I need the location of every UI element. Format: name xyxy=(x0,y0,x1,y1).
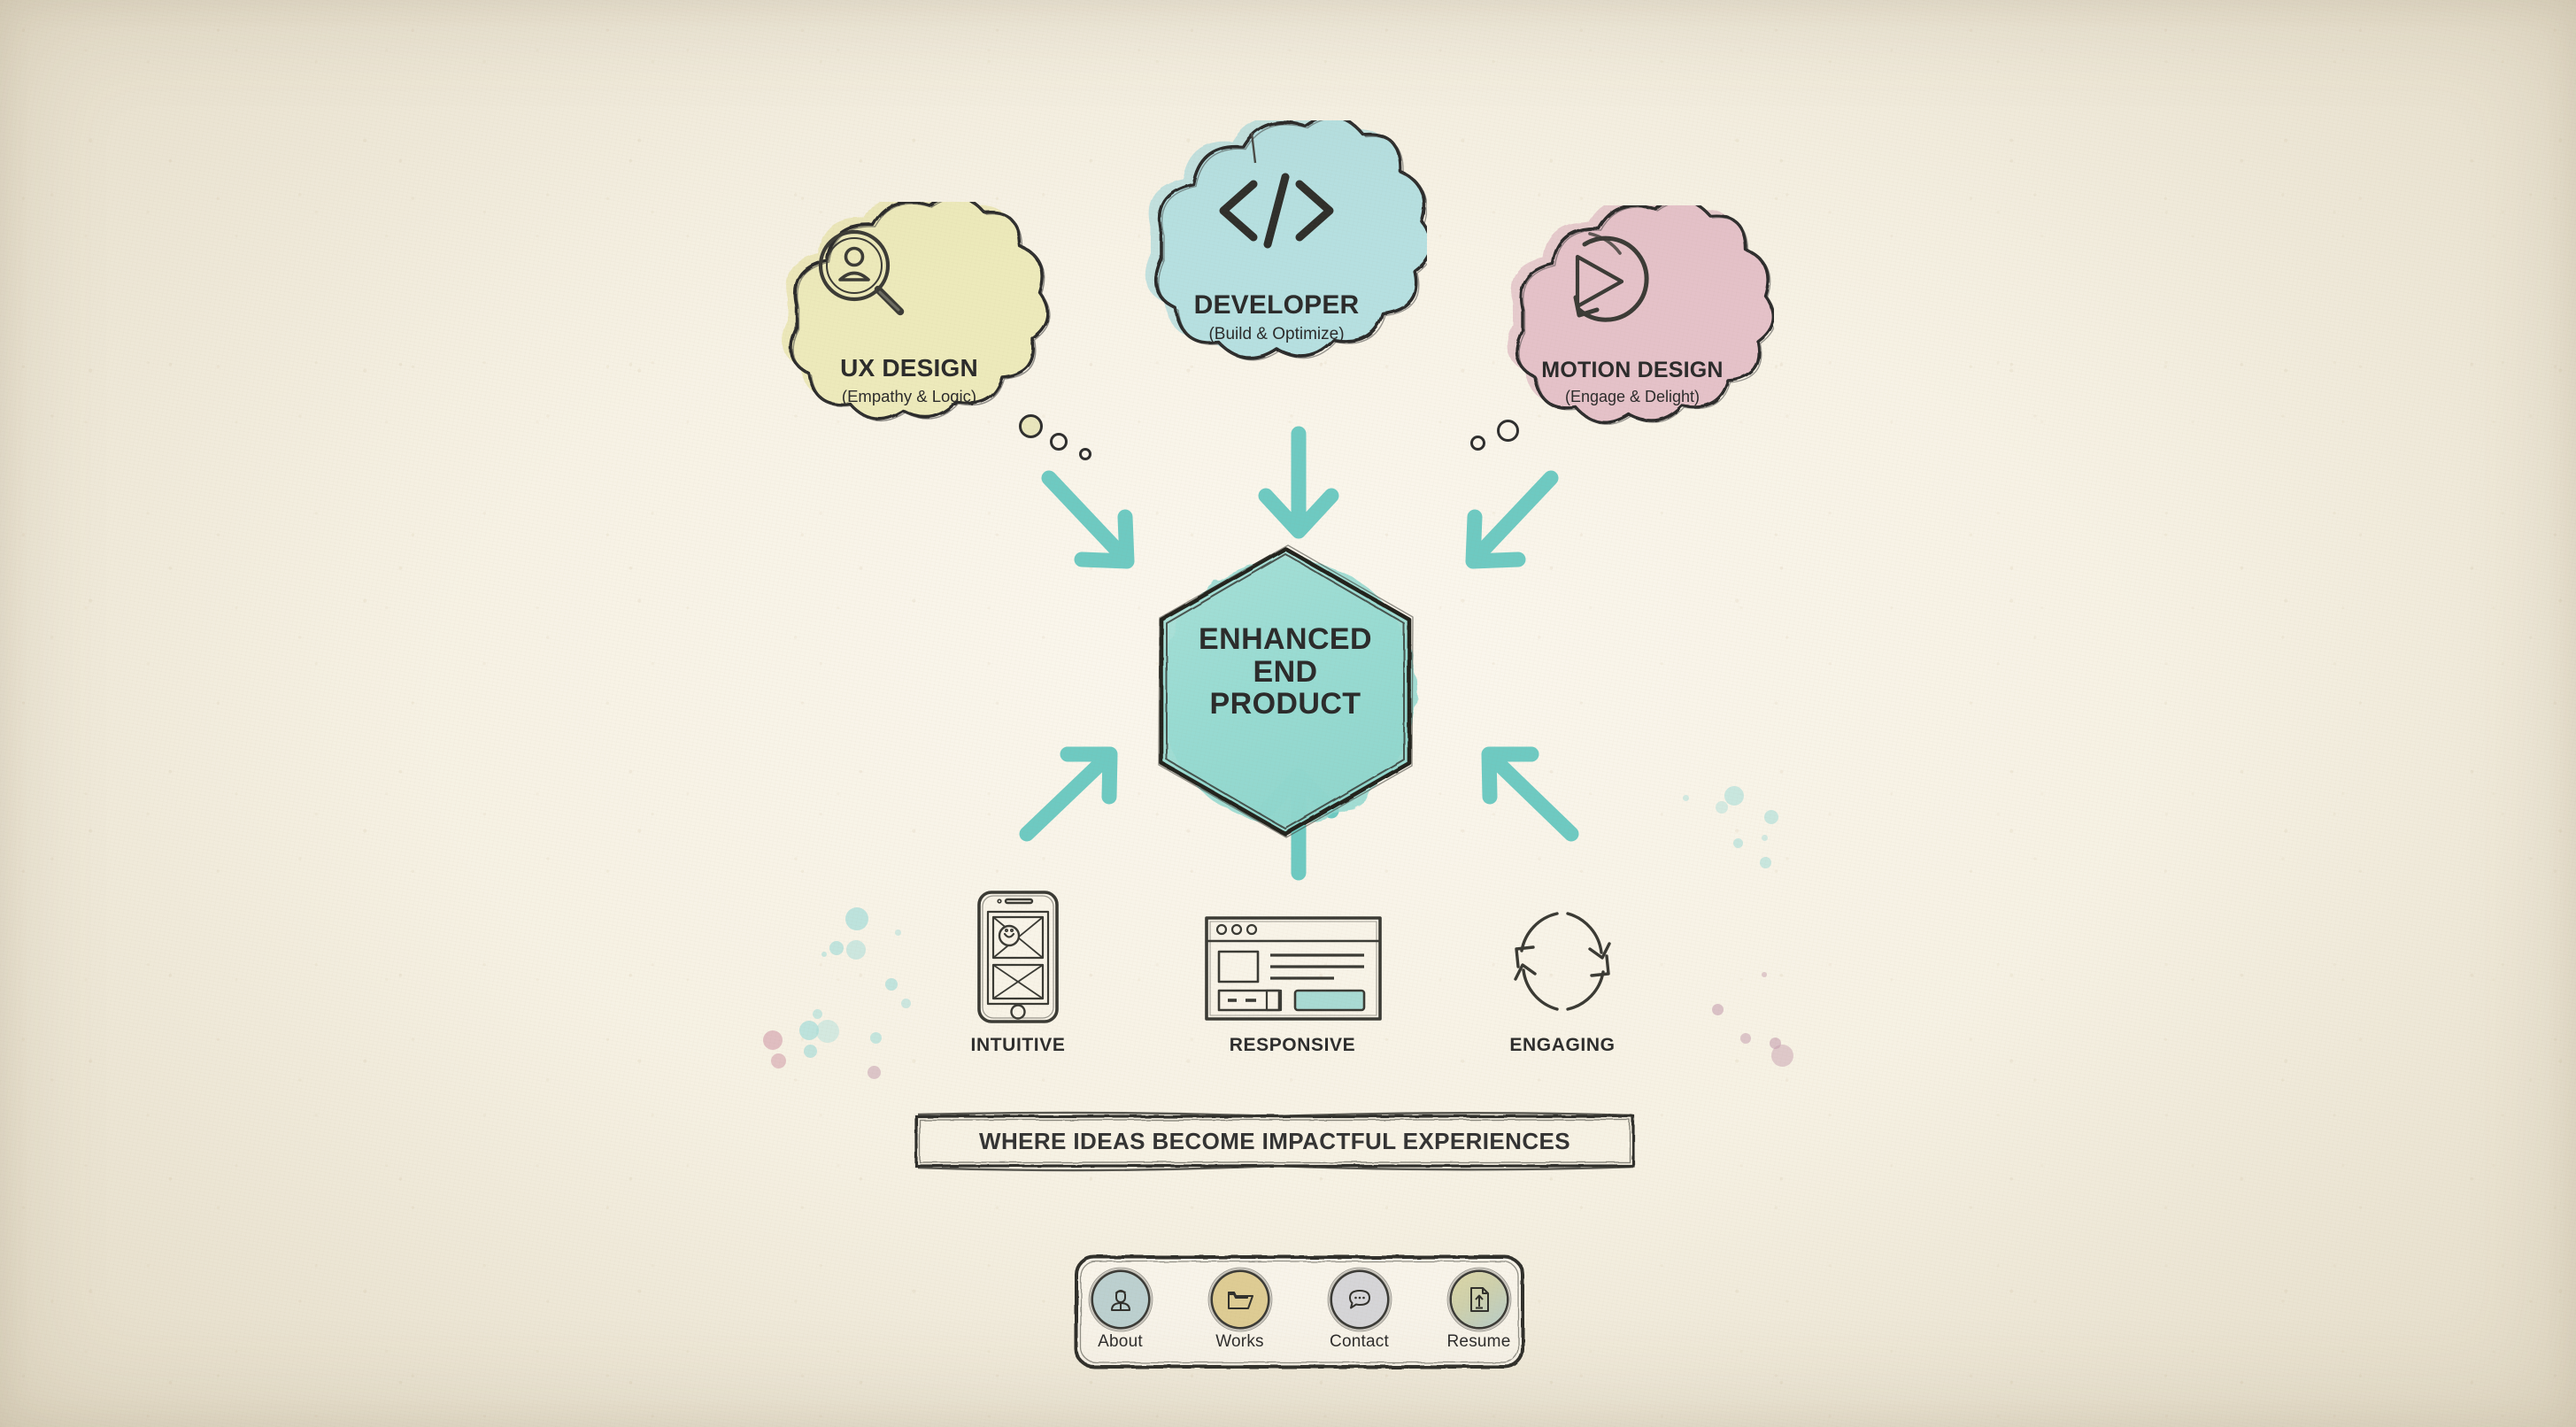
nav-circle-resume[interactable] xyxy=(1451,1272,1507,1327)
nav-circle-works[interactable] xyxy=(1212,1272,1268,1327)
thought-bubble-large xyxy=(1019,414,1043,438)
mobile-wireframe-icon xyxy=(977,891,1059,1023)
nav-label-about: About xyxy=(1098,1332,1143,1351)
feature-intuitive[interactable]: INTUITIVE xyxy=(929,885,1107,1056)
decor-dot xyxy=(901,999,911,1008)
cloud-ux-design-shape xyxy=(782,202,1051,422)
decor-dot xyxy=(771,1053,786,1068)
decor-dot xyxy=(804,1045,817,1058)
tagline-text: WHERE IDEAS BECOME IMPACTFUL EXPERIENCES xyxy=(979,1127,1570,1154)
feature-responsive-label: RESPONSIVE xyxy=(1229,1035,1356,1055)
bottom-nav-frame xyxy=(1075,1255,1524,1369)
decor-dot xyxy=(1683,795,1689,801)
nav-label-works: Works xyxy=(1215,1332,1264,1351)
nav-label-contact: Contact xyxy=(1330,1332,1389,1351)
decor-dot xyxy=(816,1020,839,1043)
nav-circle-about[interactable] xyxy=(1092,1272,1148,1327)
decor-dot xyxy=(845,907,868,930)
browser-window-icon xyxy=(1205,916,1382,1021)
decor-dot xyxy=(821,952,827,957)
thought-bubble-small xyxy=(1470,436,1485,451)
decor-dot xyxy=(1764,810,1778,824)
thought-bubble-medium xyxy=(1497,420,1519,442)
converging-arrows xyxy=(1019,426,1579,881)
arrow-top-left xyxy=(1041,470,1135,569)
cloud-developer-shape xyxy=(1145,120,1427,361)
feature-responsive[interactable]: RESPONSIVE xyxy=(1182,899,1403,1056)
feature-engaging[interactable]: ENGAGING xyxy=(1474,894,1651,1056)
decor-dot xyxy=(1740,1033,1751,1044)
decor-dot xyxy=(1760,857,1771,868)
decor-dot xyxy=(813,1009,822,1019)
decor-dot xyxy=(1733,838,1743,848)
feature-engaging-label: ENGAGING xyxy=(1509,1035,1616,1055)
arrow-bottom-right xyxy=(1481,746,1579,842)
nav-circle-contact[interactable] xyxy=(1331,1272,1387,1327)
cloud-ux-design[interactable]: UX DESIGN (Empathy & Logic) xyxy=(763,202,1055,467)
decor-dot xyxy=(829,941,844,955)
decor-dot xyxy=(1724,786,1744,806)
decor-dot xyxy=(895,929,901,936)
decor-dot xyxy=(1716,801,1728,814)
user-magnifier-icon xyxy=(818,229,905,316)
decor-dot xyxy=(1771,1045,1793,1067)
decor-dot xyxy=(763,1030,783,1050)
code-brackets-icon xyxy=(1219,173,1334,249)
hexagon-shape xyxy=(1158,544,1417,838)
decor-dot xyxy=(846,940,866,960)
feature-intuitive-label: INTUITIVE xyxy=(970,1035,1066,1055)
folder-icon xyxy=(1227,1292,1253,1309)
cloud-developer[interactable]: DEVELOPER (Build & Optimize) xyxy=(1126,120,1427,405)
arrow-bottom-left xyxy=(1019,746,1118,842)
nav-item-resume[interactable]: Resume xyxy=(1428,1272,1530,1352)
arrow-top-center xyxy=(1258,426,1339,539)
decor-dot xyxy=(799,1021,819,1040)
arrow-top-right xyxy=(1465,470,1559,569)
thought-bubble-small xyxy=(1079,448,1091,460)
play-replay-icon xyxy=(1573,232,1649,322)
person-icon xyxy=(1110,1290,1130,1311)
tagline-banner-frame xyxy=(914,1111,1635,1172)
tagline-banner: WHERE IDEAS BECOME IMPACTFUL EXPERIENCES xyxy=(907,1109,1642,1173)
decor-dot xyxy=(1712,1004,1724,1015)
nav-item-contact[interactable]: Contact xyxy=(1308,1272,1410,1352)
nav-item-works[interactable]: Works xyxy=(1189,1272,1291,1352)
decor-dot xyxy=(1762,972,1767,977)
decor-dot xyxy=(885,978,898,991)
nav-label-resume: Resume xyxy=(1446,1332,1511,1351)
decor-dot xyxy=(868,1066,881,1079)
cloud-motion-design-shape xyxy=(1507,205,1774,425)
chat-bubble-icon xyxy=(1348,1290,1370,1309)
bottom-nav: About Works xyxy=(1069,1250,1530,1374)
document-arrow-icon xyxy=(1469,1287,1489,1312)
decor-dot xyxy=(1762,835,1768,841)
nav-item-about[interactable]: About xyxy=(1069,1272,1171,1352)
decor-dot xyxy=(870,1032,882,1044)
enhanced-end-product-hexagon[interactable]: ENHANCED END PRODUCT xyxy=(1117,531,1454,850)
thought-bubble-medium xyxy=(1050,433,1068,451)
refresh-cycle-icon xyxy=(1514,912,1611,1011)
